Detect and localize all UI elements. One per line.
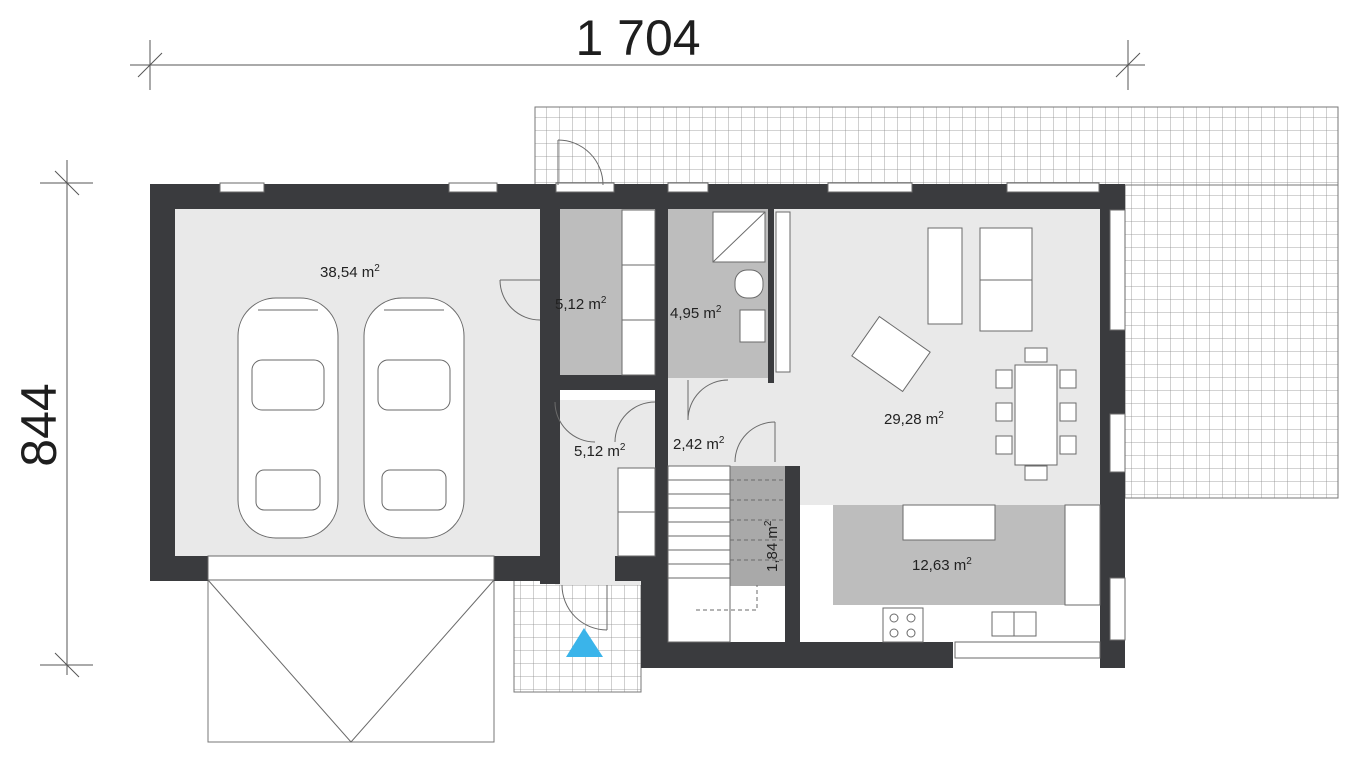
utility-area-label: 5,12 m2 (555, 295, 607, 313)
garage-door-band (175, 208, 540, 243)
stairs-area-label: 1,84 m2 (763, 520, 781, 572)
doors (499, 139, 776, 631)
carport (207, 579, 495, 743)
kitchen-area-label: 12,63 m2 (912, 556, 972, 574)
width-dimension: 1 704 (130, 10, 1145, 90)
vestibule-wardrobe (617, 467, 656, 557)
garage-floor (175, 208, 540, 556)
living-furniture (851, 227, 1077, 481)
kitchen-floor (800, 605, 1100, 642)
car-left-icon (237, 297, 339, 539)
hall-area-label: 2,42 m2 (673, 435, 725, 453)
bathroom-area-label: 4,95 m2 (670, 304, 722, 322)
terrace (513, 106, 1339, 693)
bathroom-fixtures (712, 211, 791, 373)
height-dimension-label: 844 (11, 383, 67, 466)
utility-wardrobe (621, 209, 656, 376)
windows (207, 182, 1126, 659)
garage-area-label: 38,54 m2 (320, 263, 380, 281)
width-dimension-label: 1 704 (575, 10, 700, 66)
height-dimension: 844 (11, 160, 93, 678)
vestibule-area-label: 5,12 m2 (574, 442, 626, 460)
entrance-triangle-icon (566, 628, 603, 657)
living-area-label: 29,28 m2 (884, 410, 944, 428)
hall-floor (655, 378, 795, 468)
stairs-floor (730, 466, 785, 586)
staircase (667, 465, 785, 643)
kitchen-fixtures (882, 504, 1101, 643)
car-right-icon (363, 297, 465, 539)
